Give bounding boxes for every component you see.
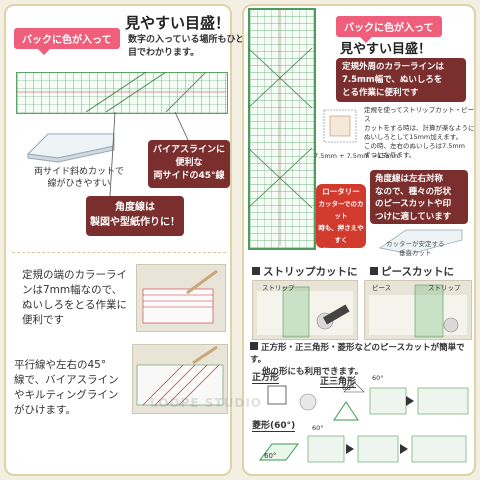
seam-text-line1: 定規の端のカラーライ (22, 269, 127, 281)
bias-line2: 便利な (175, 158, 203, 168)
triangle-shape-label: 正三角形 (320, 374, 357, 388)
dimension-labels: 7.5mm + 7.5mm =15mm (314, 152, 399, 160)
seam-text-line2: ンは7mm幅なので、 (22, 284, 123, 296)
strip-label-2: ストリップ (428, 284, 461, 292)
vertical-ruler-lines (248, 8, 312, 246)
left-desc: 数字の入っている場所もひと 目でわかります。 (128, 34, 244, 60)
outer-line-line3: とる作業に便利です (342, 88, 419, 98)
symmetric-angle-box: 角度線は左右対称 なので、種々の形状 のピースカットや印 つけに適しています (370, 170, 468, 224)
dim-b: 7.5mm (346, 152, 370, 160)
square-bullet-icon (370, 267, 378, 275)
right-title: 見やすい目盛！ (340, 42, 432, 57)
bevel-ruler-illustration (26, 133, 115, 163)
left-desc-line1: 数字の入っている場所もひと (128, 35, 245, 45)
long-ruler-image (16, 72, 228, 114)
seam-square-diagram (323, 109, 357, 143)
seam-text: 定規の端のカラーライ ンは7mm幅なので、 ぬいしろをとる作業に 便利です (22, 268, 127, 328)
seam-note-line3: ぬいしろとして15mm加えます。 (364, 133, 463, 141)
strip-label: ストリップ (262, 284, 295, 292)
diamond-angle-label: 60° (264, 452, 277, 460)
outer-line-line1: 定規外周のカラーラインは (342, 62, 445, 72)
angle-line-box: 角度線は 製図や型紙作りに！ (86, 196, 184, 236)
piece-cut-photo (364, 280, 472, 340)
bias-text-line1: 平行線や左右の45° (14, 359, 107, 371)
bias-text-line2: 線で、バイアスライン (14, 374, 119, 386)
angle-line1: 角度線は (115, 202, 155, 213)
seam-text-line4: 便利です (22, 314, 64, 326)
square-bullet-icon (250, 342, 258, 350)
bias-text: 平行線や左右の45° 線で、バイアスライン やキルティングライン がひけます。 (14, 358, 119, 418)
seam-note-line1: 定規を使ってストリップカット・ピース (364, 106, 475, 123)
bias-photo-illustration (136, 345, 224, 406)
strip-cut-photo (252, 280, 358, 340)
piece-label: ピース (372, 284, 392, 292)
vertical-cut-illustration (378, 229, 463, 255)
bevel-caption-line1: 両サイド斜めカットで (34, 167, 125, 177)
strip-cut-illustration (257, 286, 353, 338)
rotary-line2: カッターでのカット (318, 200, 364, 220)
symmetric-line2: なので、種々の形状 (375, 186, 452, 197)
angle-mark-1: 60° (372, 374, 384, 382)
seam-note-line2: カットをする時は、計算が楽なように (364, 124, 475, 132)
rotary-line1: ロータリー (322, 187, 360, 196)
vertical-cut-caption: カッターが安定する 垂直カット (386, 240, 445, 258)
angle-mark-2: 60° (312, 424, 324, 432)
bias-photo (132, 344, 228, 414)
bevel-caption: 両サイド斜めカットで 線がひきやすい (34, 166, 124, 190)
rotary-cutter-box: ロータリー カッターでのカット 時も、押さえやすく 扱いやすい 8cm幅です (316, 184, 366, 268)
left-color-tag: バックに色が入って (14, 28, 120, 55)
piece-cut-illustration (369, 284, 467, 338)
shapes-line2: 他の形にも利用できます。 (262, 367, 364, 377)
watermark-logo: LOOPE STUDIO (150, 396, 262, 410)
dim-a: 7.5mm (314, 152, 338, 160)
angle-line2: 製図や型紙作りに！ (90, 217, 180, 228)
diamond-shape-label: 菱形(60°) (252, 418, 296, 432)
outer-line-line2: 7.5mm幅で、ぬいしろを (342, 75, 443, 85)
seam-note-line4: この時、左右のぬいしろは7.5mm (364, 142, 466, 150)
pointer-lines-left (109, 111, 189, 197)
bias-text-line4: がひけます。 (14, 404, 76, 416)
symmetric-line3: のピースカットや印 (375, 199, 452, 209)
rotary-line3: 時も、押さえやすく (318, 224, 364, 244)
ruler-angle-lines (16, 72, 226, 112)
seam-text-line3: ぬいしろをとる作業に (22, 299, 127, 311)
bias-line3: 両サイドの45°線 (153, 171, 225, 181)
piece-heading-text: ピースカットに (381, 266, 454, 278)
symmetric-line1: 角度線は左右対称 (375, 174, 444, 184)
bias-text-line3: やキルティングライン (14, 389, 119, 401)
seam-photo-illustration (142, 269, 218, 324)
left-desc-line2: 目でわかります。 (128, 48, 200, 58)
symmetric-line4: つけに適しています (375, 211, 452, 222)
square-bullet-icon (252, 267, 260, 275)
left-title: 見やすい目盛！ (125, 14, 231, 32)
seam-note: 定規を使ってストリップカット・ピース カットをする時は、計算が楽なように ぬいし… (364, 106, 480, 160)
shapes-description: 正方形・正三角形・菱形などのピースカットが簡単です。 他の形にも利用できます。 (250, 342, 480, 378)
right-color-tag: バックに色が入って (336, 16, 442, 43)
cutter-line1: カッターが安定する (386, 240, 445, 248)
piece-cut-heading: ピースカットに (370, 264, 454, 279)
bias-line1: バイアスラインに (152, 145, 225, 155)
left-divider (12, 252, 226, 253)
bevel-caption-line2: 線がひきやすい (47, 179, 111, 189)
dim-c: =15mm (371, 152, 399, 160)
strip-heading-text: ストリップカットに (263, 266, 358, 278)
shapes-line1: 正方形・正三角形・菱形などのピースカットが簡単です。 (250, 343, 465, 365)
square-shape-label: 正方形 (252, 370, 280, 384)
cutter-line2: 垂直カット (399, 249, 432, 257)
outer-line-box: 定規外周のカラーラインは 7.5mm幅で、ぬいしろを とる作業に便利です (336, 58, 466, 102)
rotary-line4: 扱いやすい (322, 247, 360, 256)
triangle-angle-label: 60° (342, 384, 355, 392)
rotary-line5: 8cm幅です (321, 259, 361, 268)
seam-photo (136, 264, 226, 332)
vertical-ruler-image (248, 8, 316, 250)
strip-cut-heading: ストリップカットに (252, 264, 358, 279)
bias-line-box: バイアスラインに 便利な 両サイドの45°線 (148, 140, 230, 188)
seam-note-line5: ずつになります。 (364, 151, 416, 159)
shape-illustrations (259, 382, 469, 463)
